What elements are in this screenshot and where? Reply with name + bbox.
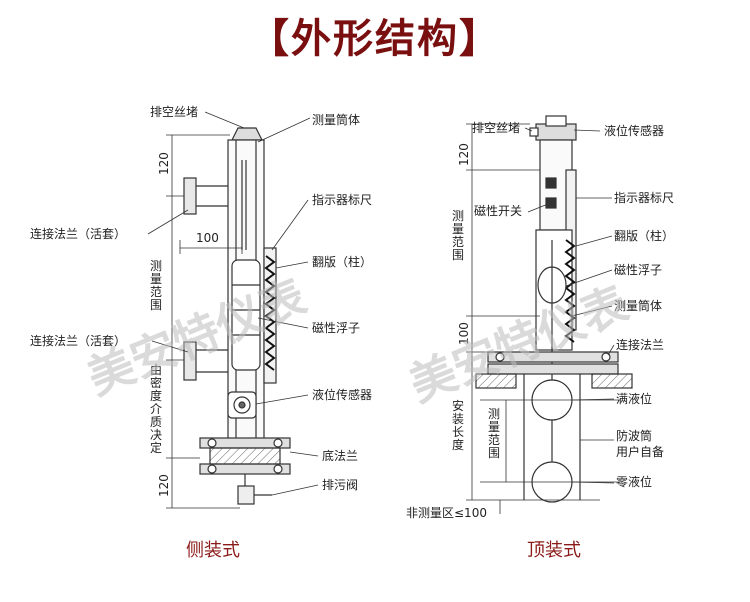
dim-hundred-right: 100 xyxy=(457,322,471,345)
dim-bottom-left: 120 xyxy=(157,474,171,497)
label-bottom-flange: 底法兰 xyxy=(322,448,358,463)
dim-top-left: 120 xyxy=(157,152,171,175)
watermark-right: 美安特仪表 xyxy=(402,276,635,412)
dim-install-right-text: 安装长度 xyxy=(452,398,464,452)
label-measuring-tube-right: 测量筒体 xyxy=(614,298,662,313)
label-magnetic-float-right: 磁性浮子 xyxy=(614,262,662,277)
label-indicator-scale-left: 指示器标尺 xyxy=(312,192,372,207)
dim-density-left-text: 由密度介质决定 xyxy=(150,363,162,455)
dim-offset-left: 100 xyxy=(196,231,219,245)
dim-range-left-text: 测量范围 xyxy=(150,259,162,312)
label-wave-tube: 防波筒 xyxy=(616,428,652,443)
label-connect-flange: 连接法兰 xyxy=(616,337,664,352)
dim-top-right: 120 xyxy=(457,143,471,166)
label-vent-plug-left: 排空丝堵 xyxy=(150,105,198,119)
dim-install-right: 安装长度 xyxy=(452,398,464,452)
dim-range2-right: 测量范围 xyxy=(488,407,500,460)
dim-range2-right-text: 测量范围 xyxy=(488,407,500,460)
label-magnetic-float-left: 磁性浮子 xyxy=(312,320,360,335)
dim-non-measure: 非测量区≤100 xyxy=(406,506,487,520)
page-title: 【外形结构】 xyxy=(249,16,501,62)
label-vent-plug-right: 排空丝堵 xyxy=(472,121,520,135)
dim-range-right-text: 测量范围 xyxy=(452,209,464,262)
side-mount-drawing xyxy=(147,111,319,509)
label-measuring-tube-left: 测量筒体 xyxy=(312,112,360,127)
label-full-level: 满液位 xyxy=(616,391,652,406)
label-level-sensor-left: 液位传感器 xyxy=(312,387,372,402)
label-magnetic-switch: 磁性开关 xyxy=(474,203,522,218)
dim-density-left: 由密度介质决定 xyxy=(150,363,162,455)
label-indicator-scale-right: 指示器标尺 xyxy=(614,190,674,205)
label-level-sensor-right: 液位传感器 xyxy=(604,123,664,138)
caption-top-mount: 顶装式 xyxy=(527,540,581,561)
label-drain-valve: 排污阀 xyxy=(322,478,358,492)
label-user-provided: 用户自备 xyxy=(616,444,664,459)
label-zero-level: 零液位 xyxy=(616,474,652,489)
top-mount-drawing xyxy=(466,115,633,514)
caption-side-mount: 侧装式 xyxy=(186,540,240,561)
label-flip-column-left: 翻版（柱） xyxy=(312,254,372,269)
dim-range-right: 测量范围 xyxy=(452,209,464,262)
dim-range-left: 测量范围 xyxy=(150,259,162,312)
label-flange-loose-top: 连接法兰（活套） xyxy=(30,226,126,241)
label-flip-column-right: 翻版（柱） xyxy=(614,228,674,243)
label-flange-loose-bottom: 连接法兰（活套） xyxy=(30,333,126,348)
